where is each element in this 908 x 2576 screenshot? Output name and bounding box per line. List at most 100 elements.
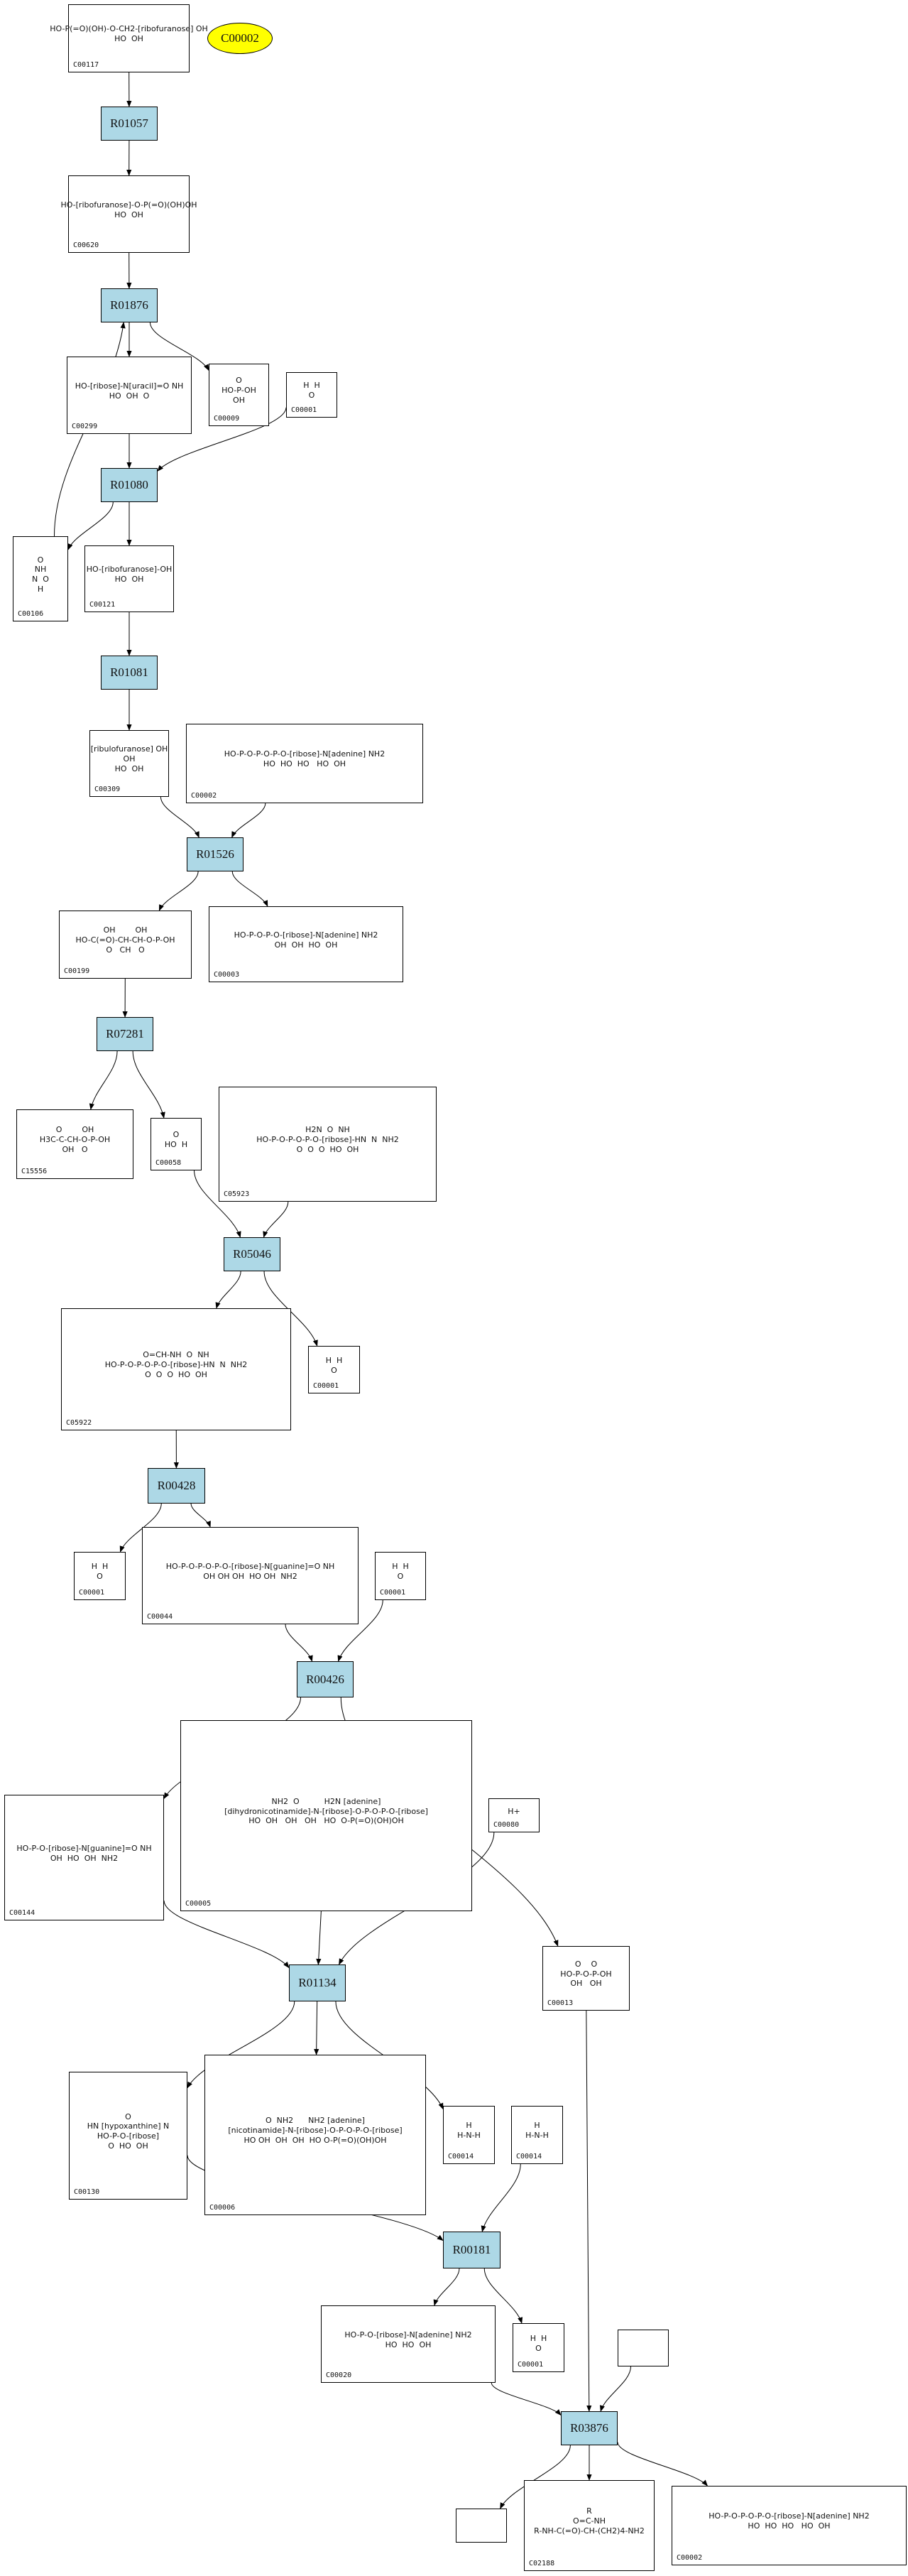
compound-id: C00117 <box>73 61 99 69</box>
reaction-r00181[interactable]: R00181 <box>443 2232 501 2268</box>
structure-image: H2N O NH HO-P-O-P-O-P-O-[ribose]-HN N NH… <box>256 1125 399 1154</box>
compound-unlabeled[interactable] <box>456 2509 507 2543</box>
compound-id: C05922 <box>66 1419 92 1427</box>
reaction-r01134[interactable]: R01134 <box>289 1964 346 2001</box>
compound-id: C00106 <box>18 610 44 618</box>
reaction-r01526[interactable]: R01526 <box>187 837 244 871</box>
structure-image: O NH N O H <box>32 555 49 594</box>
compound-c00014[interactable]: H H-N-H C00014 <box>443 2106 495 2164</box>
compound-c00014[interactable]: H H-N-H C00014 <box>511 2106 563 2164</box>
compound-c00002[interactable]: HO-P-O-P-O-P-O-[ribose]-N[adenine] NH2 H… <box>672 2486 907 2565</box>
compound-c00020[interactable]: HO-P-O-[ribose]-N[adenine] NH2 HO HO OH … <box>321 2305 496 2383</box>
structure-image: HO-P-O-P-O-P-O-[ribose]-N[adenine] NH2 H… <box>224 749 385 768</box>
reaction-r00426[interactable]: R00426 <box>297 1661 354 1697</box>
edge-emptya-to-r03876 <box>599 2366 632 2412</box>
compound-c00058[interactable]: O HO H C00058 <box>151 1118 202 1170</box>
reaction-r01081[interactable]: R01081 <box>101 656 158 690</box>
reaction-r01080[interactable]: R01080 <box>101 468 158 502</box>
compound-c00003[interactable]: HO-P-O-P-O-[ribose]-N[adenine] NH2 OH OH… <box>209 906 403 982</box>
edge-r07281-to-c00058 <box>132 1050 165 1119</box>
compound-c00299[interactable]: HO-[ribose]-N[uracil]=O NH HO OH O C0029… <box>67 357 192 434</box>
compound-id: C00080 <box>493 1821 520 1829</box>
compound-c00001[interactable]: H H O C00001 <box>375 1552 426 1600</box>
structure-image: H H O <box>392 1562 409 1581</box>
compound-c00009[interactable]: O HO-P-OH OH C00009 <box>209 364 269 426</box>
compound-c00001[interactable]: H H O C00001 <box>308 1346 360 1393</box>
structure-image: H H O <box>303 381 320 400</box>
edge-r07281-to-c15556 <box>89 1050 118 1110</box>
structure-image: R O=C-NH R-NH-C(=O)-CH-(CH2)4-NH2 <box>534 2506 645 2536</box>
structure-image: [ribulofuranose] OH OH HO OH <box>90 744 168 773</box>
compound-id: C00001 <box>291 406 317 414</box>
edge-r00181-to-c00020 <box>433 2268 460 2306</box>
compound-id: C00005 <box>185 1900 212 1908</box>
compound-id: C00006 <box>209 2204 236 2212</box>
compound-c00309[interactable]: [ribulofuranose] OH OH HO OH C00309 <box>89 730 169 797</box>
edge-c00002b-to-r01526 <box>231 803 266 838</box>
compound-id: C15556 <box>21 1168 48 1175</box>
structure-image: HO-P(=O)(OH)-O-CH2-[ribofuranose] OH HO … <box>50 24 208 43</box>
structure-image: HO-P-O-[ribose]-N[guanine]=O NH OH HO OH… <box>16 1843 152 1863</box>
structure-image: HO-P-O-[ribose]-N[adenine] NH2 HO HO OH <box>344 2330 472 2349</box>
compound-c05922[interactable]: O=CH-NH O NH HO-P-O-P-O-P-O-[ribose]-HN … <box>61 1308 291 1430</box>
compound-id: C00001 <box>79 1589 105 1597</box>
reaction-r07281[interactable]: R07281 <box>97 1017 153 1051</box>
compound-c00080[interactable]: H+ C00080 <box>488 1798 540 1832</box>
reaction-r01057[interactable]: R01057 <box>101 107 158 141</box>
edge-r01526-to-c00199 <box>158 871 199 911</box>
structure-image: HO-P-O-P-O-P-O-[ribose]-N[adenine] NH2 H… <box>709 2511 870 2531</box>
edge-c00020-to-r03876 <box>491 2382 562 2416</box>
structure-image: H H O <box>530 2333 547 2353</box>
structure-image: H H O <box>325 1355 343 1375</box>
compound-c00121[interactable]: HO-[ribofuranose]-OH HO OH C00121 <box>84 545 174 612</box>
reaction-r01876[interactable]: R01876 <box>101 288 158 322</box>
compound-c00620[interactable]: HO-[ribofuranose]-O-P(=O)(OH)OH HO OH C0… <box>60 175 197 253</box>
structure-image: O HO-P-OH OH <box>221 376 256 405</box>
structure-image: HO-P-O-P-O-[ribose]-N[adenine] NH2 OH OH… <box>234 930 378 950</box>
structure-image: HO-[ribofuranose]-O-P(=O)(OH)OH HO OH <box>60 200 197 219</box>
compound-c00144[interactable]: HO-P-O-[ribose]-N[guanine]=O NH OH HO OH… <box>4 1795 164 1920</box>
structure-image: O HN [hypoxanthine] N HO-P-O-[ribose] O … <box>87 2112 170 2151</box>
structure-image: O NH2 NH2 [adenine] [nicotinamide]-N-[ri… <box>228 2116 403 2145</box>
edge-r03876-to-c00002c <box>617 2442 709 2487</box>
compound-id: C00009 <box>214 415 240 423</box>
highlight-compound-c00002[interactable]: C00002 <box>207 23 273 54</box>
compound-id: C00199 <box>64 967 90 975</box>
structure-image: HO-[ribofuranose]-OH HO OH <box>86 565 173 584</box>
compound-id: C00001 <box>518 2361 544 2369</box>
compound-id: C00144 <box>9 1909 35 1917</box>
structure-image: H+ <box>508 1807 520 1817</box>
compound-c00106[interactable]: O NH N O H C00106 <box>13 536 68 621</box>
edge-r01526-to-c00003 <box>231 871 268 907</box>
compound-c15556[interactable]: O OH H3C-C-CH-O-P-OH OH O C15556 <box>16 1109 133 1179</box>
compound-id: C00001 <box>313 1382 339 1390</box>
reaction-r05046[interactable]: R05046 <box>224 1237 280 1271</box>
reaction-r03876[interactable]: R03876 <box>561 2411 618 2445</box>
compound-c00002[interactable]: HO-P-O-P-O-P-O-[ribose]-N[adenine] NH2 H… <box>186 724 423 803</box>
compound-c00006[interactable]: O NH2 NH2 [adenine] [nicotinamide]-N-[ri… <box>204 2055 426 2215</box>
compound-c00130[interactable]: O HN [hypoxanthine] N HO-P-O-[ribose] O … <box>69 2072 187 2200</box>
edge-c00013-to-r03876 <box>586 2010 592 2412</box>
structure-image: H H O <box>91 1562 109 1581</box>
edge-c00005-to-r01134 <box>316 1911 322 1965</box>
structure-image: HO-[ribose]-N[uracil]=O NH HO OH O <box>75 381 184 401</box>
compound-id: C00299 <box>72 423 98 430</box>
compound-c00199[interactable]: OH OH HO-C(=O)-CH-CH-O-P-OH O CH O C0019… <box>59 911 192 979</box>
compound-c00117[interactable]: HO-P(=O)(OH)-O-CH2-[ribofuranose] OH HO … <box>50 4 208 72</box>
compound-c00005[interactable]: NH2 O H2N [adenine] [dihydronicotinamide… <box>180 1720 472 1911</box>
structure-image: O HO H <box>164 1130 188 1149</box>
compound-id: C00020 <box>326 2371 352 2379</box>
compound-c00044[interactable]: HO-P-O-P-O-P-O-[ribose]-N[guanine]=O NH … <box>142 1527 359 1624</box>
compound-id: C00014 <box>448 2153 474 2161</box>
compound-id: C00001 <box>380 1589 406 1597</box>
compound-c00001[interactable]: H H O C00001 <box>513 2323 564 2372</box>
compound-c00013[interactable]: O O HO-P-O-P-OH OH OH C00013 <box>542 1946 630 2011</box>
structure-image: H H-N-H <box>457 2121 481 2140</box>
compound-c00001[interactable]: H H O C00001 <box>286 372 337 418</box>
compound-c02188[interactable]: R O=C-NH R-NH-C(=O)-CH-(CH2)4-NH2 C02188 <box>524 2480 655 2571</box>
reaction-r00428[interactable]: R00428 <box>148 1468 205 1504</box>
compound-id: C00003 <box>214 971 240 979</box>
compound-c00001[interactable]: H H O C00001 <box>74 1552 126 1600</box>
compound-c05923[interactable]: H2N O NH HO-P-O-P-O-P-O-[ribose]-HN N NH… <box>219 1087 437 1202</box>
compound-unlabeled[interactable] <box>618 2330 669 2366</box>
